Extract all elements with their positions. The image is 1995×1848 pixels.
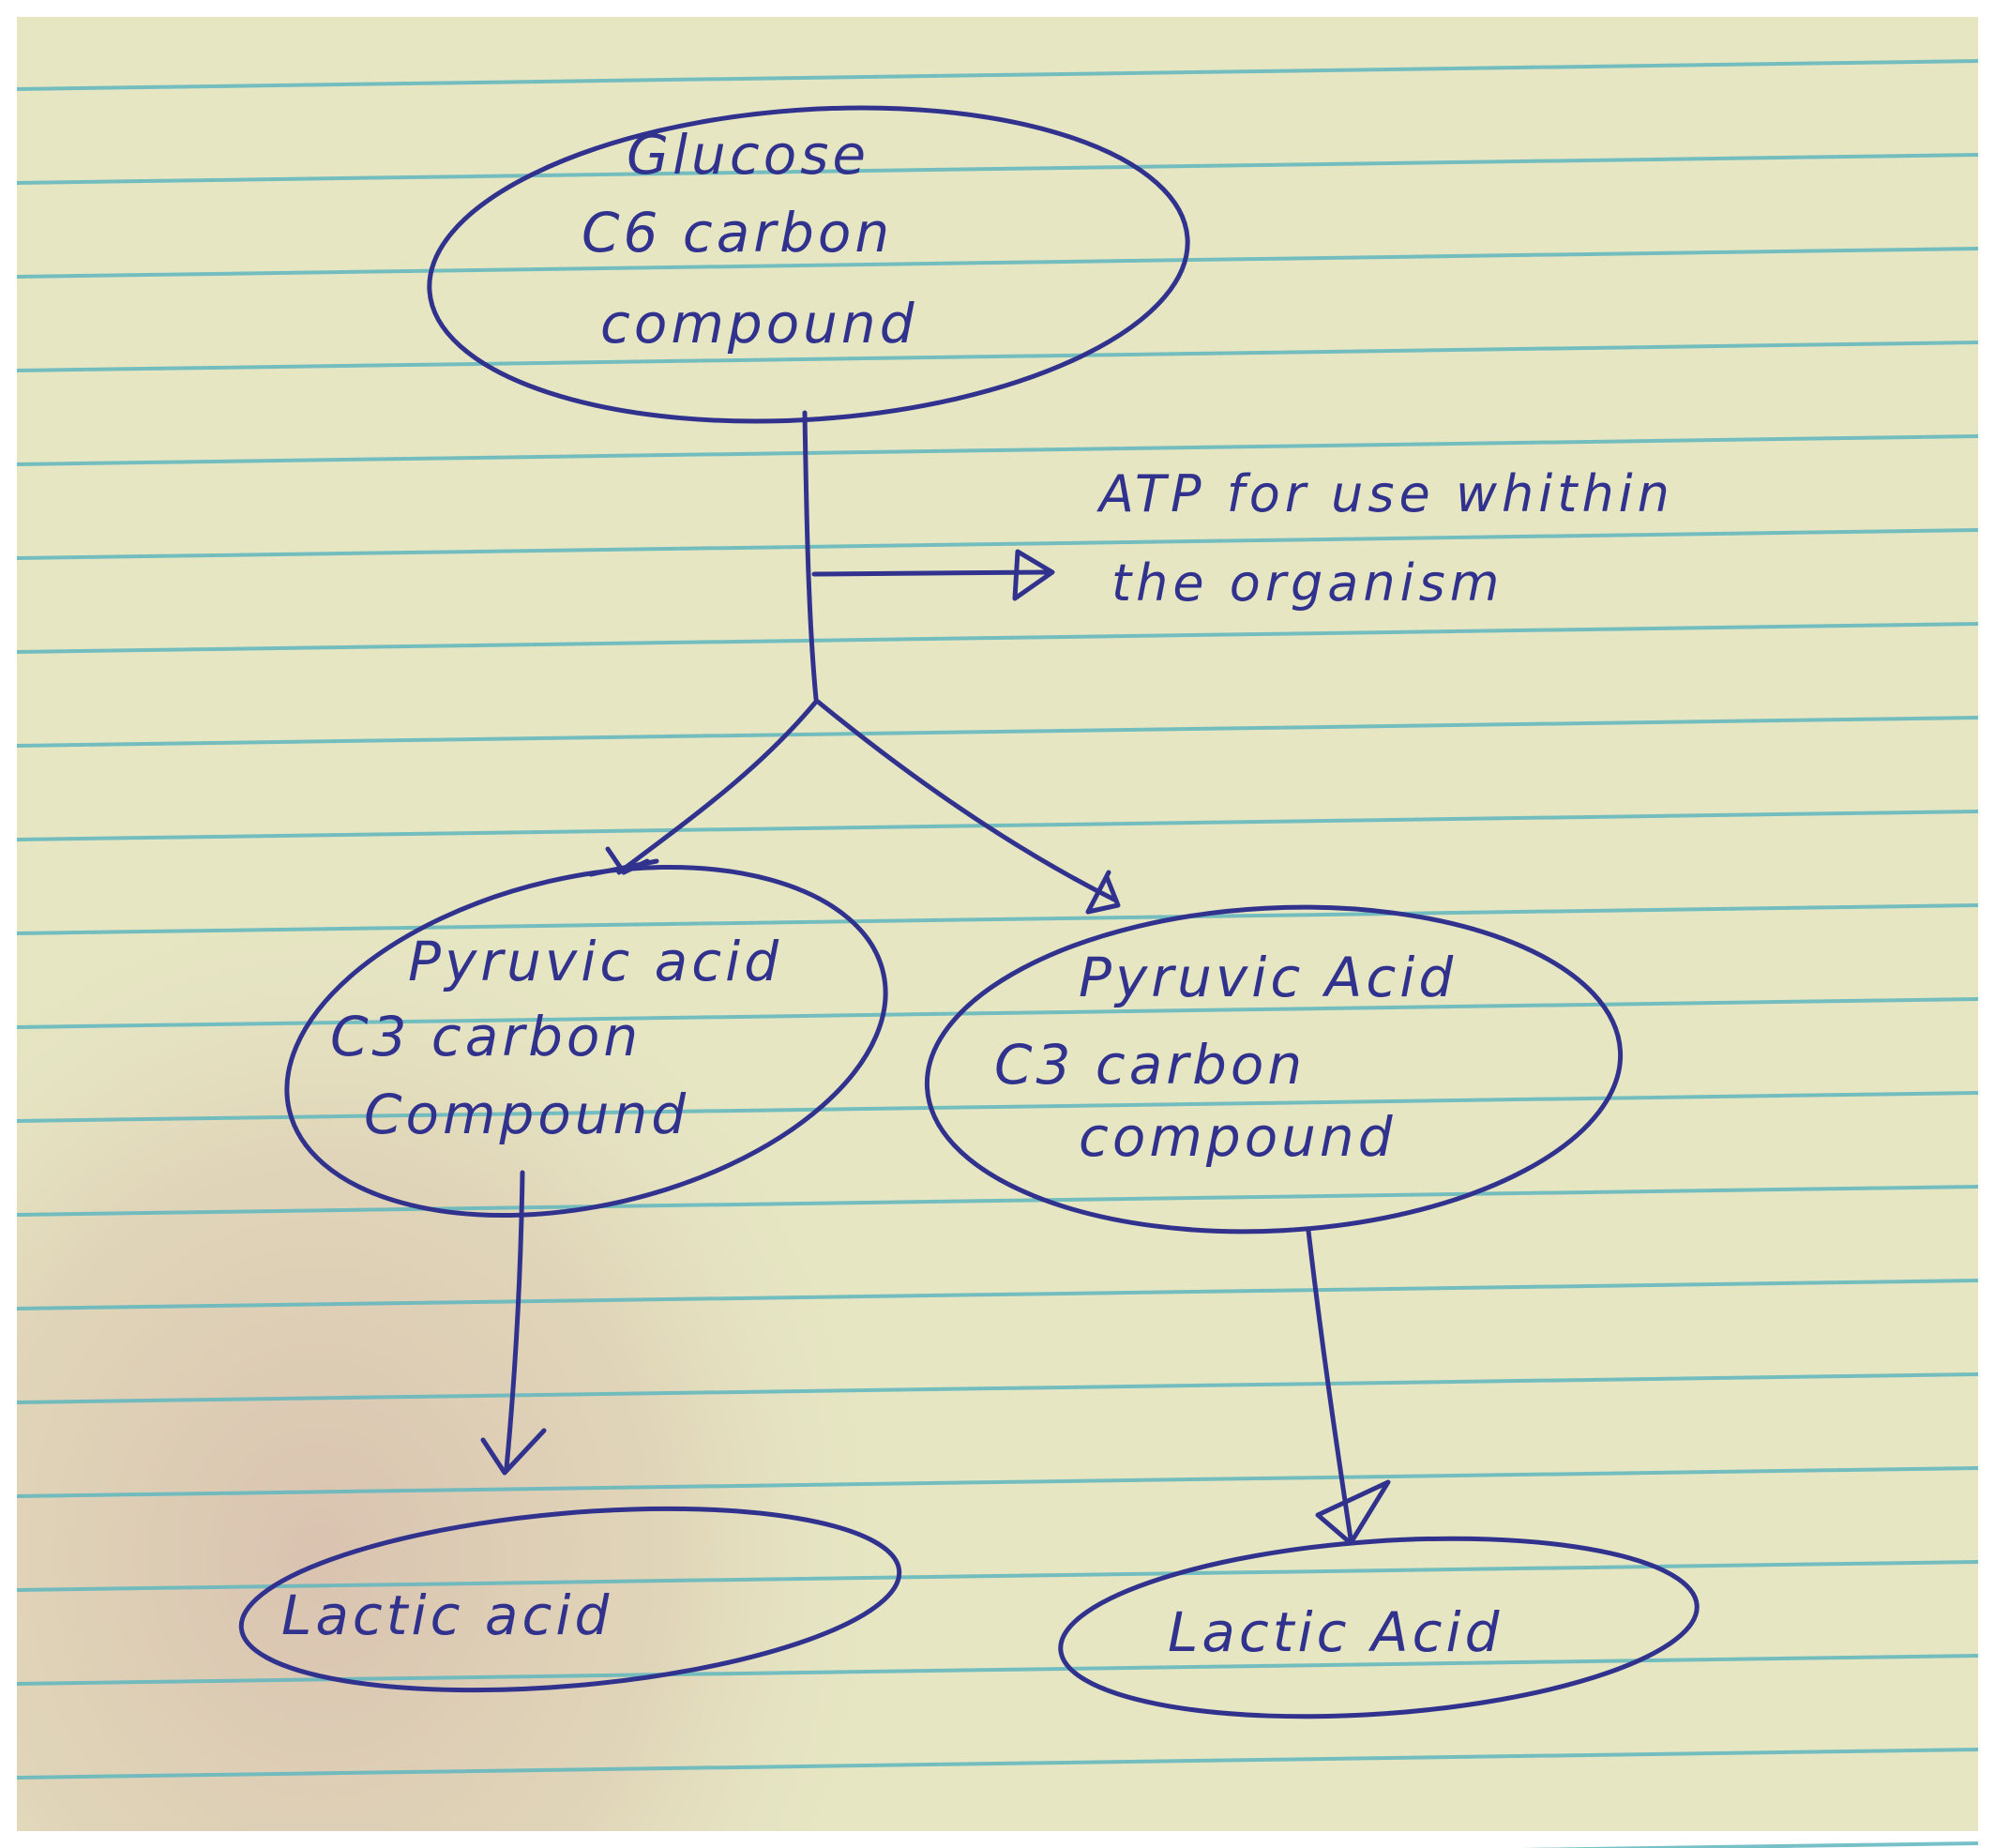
lactic-acid-left-node xyxy=(238,1506,902,1693)
ruled-line xyxy=(16,341,1979,372)
pyruvic-left-label-line-1: Pyruvic acid xyxy=(408,930,782,993)
pyruvic-acid-right-node xyxy=(924,904,1624,1235)
ruled-line xyxy=(16,716,1979,748)
pyruvic-right-label-line-2: C3 carbon xyxy=(994,1033,1306,1097)
ruled-line xyxy=(16,997,1979,1029)
ruled-line xyxy=(16,810,1979,841)
ruled-line xyxy=(16,153,1979,185)
arrowhead-pyruvic-left xyxy=(588,846,659,877)
glucose-label-line-3: compound xyxy=(600,292,918,356)
arrowhead-atp xyxy=(1012,549,1055,601)
edge-to-pyruvic-left xyxy=(616,699,819,875)
atp-annotation-line-2: the organism xyxy=(1111,553,1504,613)
pyruvic-left-label-line-2: C3 carbon xyxy=(330,1005,642,1068)
edge-glucose-stem xyxy=(802,410,819,702)
ruled-line xyxy=(16,622,1979,654)
ruled-line xyxy=(16,247,1979,279)
ruled-line xyxy=(16,1466,1979,1498)
ruled-line xyxy=(16,903,1979,935)
pyruvic-right-label-line-3: compound xyxy=(1079,1105,1397,1169)
edge-to-atp xyxy=(811,569,1049,577)
pyruvic-acid-left-node xyxy=(284,864,888,1219)
ruled-line xyxy=(16,528,1979,560)
lactic-acid-right-node xyxy=(1058,1536,1700,1719)
ruled-line xyxy=(16,1372,1979,1404)
atp-annotation-line-1: ATP for use whithin xyxy=(1096,464,1674,523)
edge-to-pyruvic-right xyxy=(815,699,1119,903)
lactic-right-label: Lactic Acid xyxy=(1168,1600,1503,1664)
ruled-line xyxy=(16,59,1979,91)
arrowhead-lactic-left xyxy=(480,1428,547,1476)
pyruvic-left-label-line-3: Compound xyxy=(364,1083,689,1146)
ruled-line xyxy=(16,1279,1979,1310)
ruled-line xyxy=(1520,1841,1979,1848)
glucose-node xyxy=(427,105,1190,424)
ruled-line xyxy=(16,1748,1979,1780)
ruled-line xyxy=(16,1185,1979,1217)
arrowhead-pyruvic-right xyxy=(1085,870,1121,915)
ruled-line xyxy=(16,1091,1979,1123)
glucose-label-line-2: C6 carbon xyxy=(582,201,893,265)
ruled-line xyxy=(16,434,1979,466)
edge-to-lactic-left xyxy=(504,1170,525,1471)
glucose-label-line-1: Glucose xyxy=(627,123,869,187)
arrowhead-lactic-right xyxy=(1315,1479,1391,1546)
pyruvic-right-label-line-1: Pyruvic Acid xyxy=(1079,946,1457,1009)
lactic-left-label: Lactic acid xyxy=(281,1583,612,1647)
